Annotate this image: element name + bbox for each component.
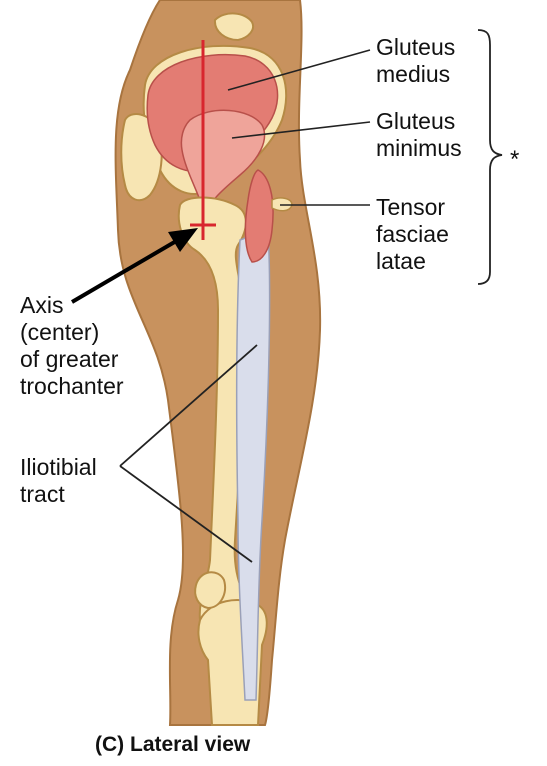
axis-arrow-head: [168, 228, 198, 252]
leader-gluteus-medius: [227, 49, 371, 91]
muscle-group-bracket: [477, 29, 503, 285]
sacrum: [213, 12, 254, 42]
leader-iliotibial-upper: [119, 344, 258, 467]
patella: [194, 571, 226, 610]
label-gluteus-minimus-line2: minimus: [376, 135, 462, 161]
label-gluteus-medius: Gluteus medius: [376, 34, 455, 88]
label-iliotibial-line1: Iliotibial: [20, 454, 97, 480]
label-axis-line4: trochanter: [20, 373, 124, 399]
label-iliotibial-tract: Iliotibial tract: [20, 454, 97, 508]
leader-iliotibial-lower: [119, 465, 253, 563]
axis-arrow-shaft: [70, 238, 180, 304]
label-gluteus-minimus-line1: Gluteus: [376, 108, 456, 134]
label-gluteus-minimus: Gluteus minimus: [376, 108, 462, 162]
label-gluteus-medius-line2: medius: [376, 61, 451, 87]
label-gluteus-medius-line1: Gluteus: [376, 34, 456, 60]
asterisk-marker: *: [510, 146, 520, 173]
label-axis-greater-trochanter: Axis (center) of greater trochanter: [20, 292, 124, 400]
label-axis-line3: of greater: [20, 346, 119, 372]
label-axis-line2: (center): [20, 319, 100, 345]
label-tensor-line1: Tensor: [376, 194, 446, 220]
label-tensor-line2: fasciae: [376, 221, 449, 247]
label-axis-line1: Axis: [20, 292, 64, 318]
label-tensor-fasciae-latae: Tensor fasciae latae: [376, 194, 449, 275]
label-tensor-line3: latae: [376, 248, 426, 274]
leader-gluteus-minimus: [231, 121, 371, 139]
figure-caption: (C) Lateral view: [95, 733, 251, 756]
iliotibial-tract: [235, 228, 271, 701]
label-iliotibial-line2: tract: [20, 481, 65, 507]
